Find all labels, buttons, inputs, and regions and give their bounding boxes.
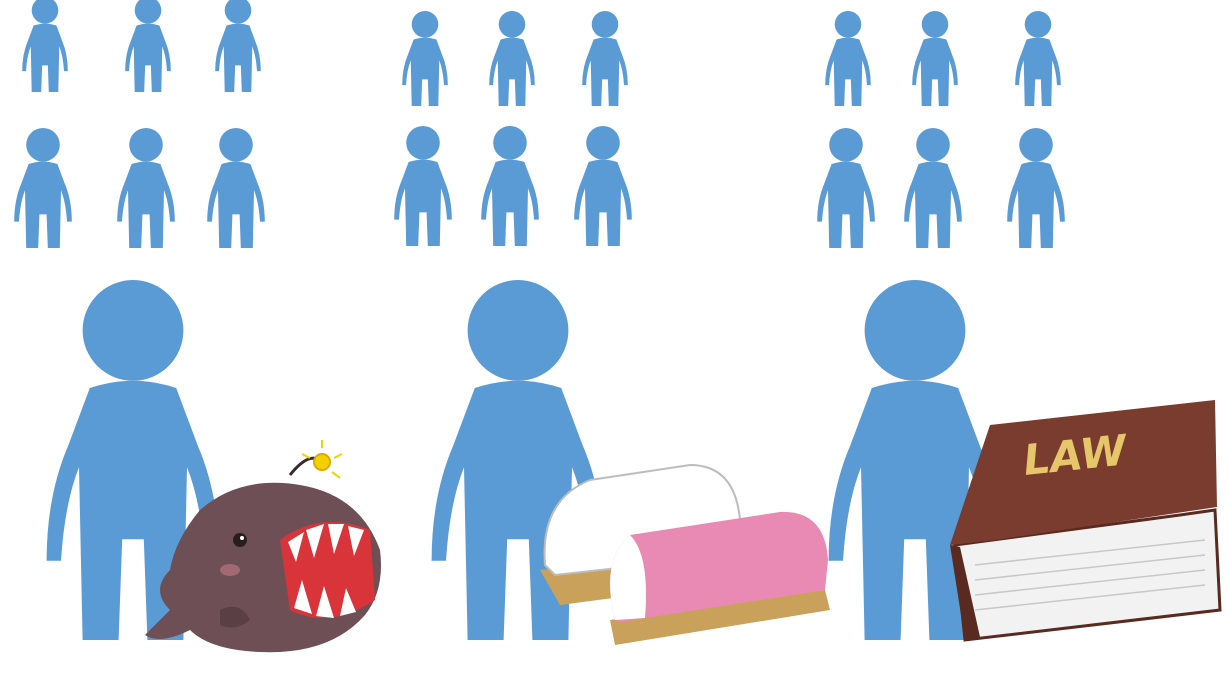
crowd-person-icon	[582, 10, 628, 107]
law-book-title: LAW	[1021, 425, 1132, 485]
crowd-person-icon	[1007, 127, 1065, 248]
crowd-person-icon	[125, 0, 171, 93]
crowd-person-icon	[215, 0, 261, 93]
crowd-person-icon	[394, 125, 452, 246]
crowd-person-icon	[1015, 10, 1061, 107]
crowd	[14, 0, 1065, 248]
crowd-person-icon	[817, 127, 875, 248]
crowd-person-icon	[22, 0, 68, 93]
crowd-person-icon	[117, 127, 175, 248]
crowd-person-icon	[207, 127, 265, 248]
crowd-person-icon	[912, 10, 958, 107]
crowd-person-icon	[825, 10, 871, 107]
crowd-person-icon	[14, 127, 72, 248]
crowd-person-icon	[481, 125, 539, 246]
crowd-person-icon	[574, 125, 632, 246]
kamaboko-icon	[540, 463, 830, 645]
anglerfish-icon	[145, 440, 381, 653]
crowd-person-icon	[489, 10, 535, 107]
crowd-person-icon	[402, 10, 448, 107]
crowd-person-icon	[904, 127, 962, 248]
law-book-icon: LAW	[950, 400, 1222, 642]
